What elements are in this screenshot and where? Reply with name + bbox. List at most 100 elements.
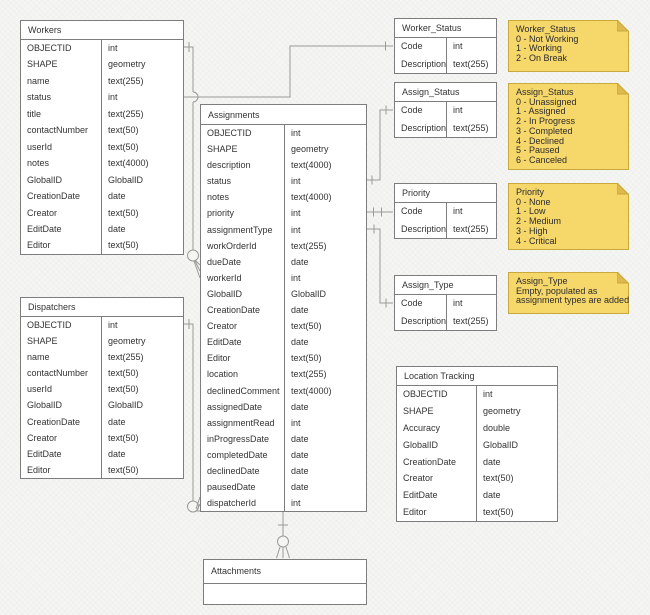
field-row: EditDate date <box>397 487 557 505</box>
field-row: name text(255) <box>21 72 183 90</box>
field-name: Description <box>395 220 447 238</box>
note-line: 5 - Paused <box>516 145 560 156</box>
field-name: GlobalID <box>21 171 102 189</box>
field-type: text(255) <box>108 352 144 363</box>
connector-assignments-attachments[interactable] <box>276 510 290 559</box>
entity-assign-status[interactable]: Assign_Status Code int Description text(… <box>394 82 497 138</box>
connector-workers-workerstatus[interactable] <box>184 41 393 98</box>
field-name: workerId <box>201 269 285 286</box>
field-name: Description <box>395 55 447 73</box>
field-type: text(50) <box>291 321 322 332</box>
field-row: contactNumber text(50) <box>21 122 183 139</box>
connector-assignments-priority[interactable] <box>367 207 393 217</box>
connector-workers-assignments[interactable] <box>184 42 201 279</box>
field-row: Creator text(50) <box>397 470 557 488</box>
note-line: 6 - Canceled <box>516 154 568 165</box>
field-row: workOrderId text(255) <box>201 237 366 254</box>
field-name: inProgressDate <box>201 430 285 447</box>
note-title: Assign_Status <box>516 87 574 97</box>
field-type: GlobalID <box>108 174 144 185</box>
note-line: 3 - High <box>516 225 548 236</box>
note-line: 1 - Working <box>516 43 562 54</box>
field-name: Creator <box>397 470 477 488</box>
connector-assignments-assigntype[interactable] <box>367 224 393 308</box>
field-name: Creator <box>21 429 102 446</box>
field-row: SHAPE geometry <box>201 141 366 158</box>
field-row: SHAPE geometry <box>397 402 557 420</box>
field-name: notes <box>201 189 285 206</box>
field-row: CreationDate date <box>21 413 183 430</box>
field-type: geometry <box>108 59 146 70</box>
field-name: name <box>21 72 102 90</box>
field-row: Editor text(50) <box>21 237 183 254</box>
field-name: CreationDate <box>201 302 285 319</box>
field-name: dispatcherId <box>201 495 285 512</box>
entity-title: Worker_Status <box>395 19 496 38</box>
entity-title: Dispatchers <box>21 298 183 317</box>
field-type: text(50) <box>108 368 139 379</box>
field-list: OBJECTID int SHAPE geometry name text(25… <box>21 317 183 478</box>
entity-title: Attachments <box>211 566 262 576</box>
note-line: 2 - On Break <box>516 53 568 64</box>
field-row: title text(255) <box>21 105 183 123</box>
field-row: status int <box>21 89 183 106</box>
field-list: Code int Description text(255) <box>395 295 496 330</box>
field-name: CreationDate <box>21 188 102 205</box>
field-name: location <box>201 366 285 383</box>
field-name: completedDate <box>201 446 285 463</box>
entity-workers[interactable]: Workers OBJECTID int SHAPE geometry name… <box>20 20 184 255</box>
field-name: Code <box>395 203 447 221</box>
connector-assignments-assignstatus[interactable] <box>367 105 393 185</box>
field-name: Code <box>395 102 447 120</box>
note-line: 0 - Unassigned <box>516 96 577 107</box>
field-type: text(50) <box>108 384 139 395</box>
note-line: 4 - Critical <box>516 235 557 246</box>
field-name: Creator <box>21 204 102 221</box>
connector-dispatchers-assignments[interactable] <box>184 319 201 513</box>
field-name: declinedComment <box>201 382 285 399</box>
field-type: text(255) <box>291 369 327 380</box>
field-row: Description text(255) <box>395 119 496 137</box>
field-name: userId <box>21 381 102 398</box>
field-row: Code int <box>395 203 496 221</box>
entity-location-tracking[interactable]: Location Tracking OBJECTID int SHAPE geo… <box>396 366 558 523</box>
field-row: OBJECTID int <box>21 40 183 57</box>
field-type: double <box>483 422 511 433</box>
field-type: text(255) <box>453 58 489 69</box>
field-row: status int <box>201 173 366 190</box>
note-line: 0 - Not Working <box>516 33 579 44</box>
entity-assign-type[interactable]: Assign_Type Code int Description text(25… <box>394 275 497 331</box>
field-type: int <box>291 128 301 138</box>
field-name: GlobalID <box>397 436 477 454</box>
field-name: Code <box>395 38 447 56</box>
field-name: CreationDate <box>397 453 477 471</box>
empty-row <box>204 583 366 604</box>
field-row: OBJECTID int <box>21 317 183 334</box>
field-type: date <box>291 256 309 267</box>
field-name: SHAPE <box>397 402 477 420</box>
field-name: Editor <box>397 504 477 522</box>
field-row: Accuracy double <box>397 419 557 437</box>
entity-assignments[interactable]: Assignments OBJECTID int SHAPE geometry … <box>200 104 367 513</box>
field-row: Editor text(50) <box>201 350 366 367</box>
entity-priority[interactable]: Priority Code int Description text(255) <box>394 183 497 239</box>
entity-title: Assign_Status <box>395 83 496 102</box>
entity-worker-status[interactable]: Worker_Status Code int Description text(… <box>394 18 497 74</box>
field-row: Creator text(50) <box>21 429 183 446</box>
field-row: Description text(255) <box>395 55 496 73</box>
field-type: int <box>108 92 118 103</box>
field-type: text(50) <box>108 207 139 218</box>
field-type: text(50) <box>108 432 139 443</box>
field-type: int <box>291 208 301 219</box>
field-type: date <box>291 305 309 316</box>
entity-attachments[interactable]: Attachments <box>203 559 367 605</box>
field-name: EditDate <box>21 220 102 238</box>
entity-dispatchers[interactable]: Dispatchers OBJECTID int SHAPE geometry … <box>20 297 184 479</box>
field-type: int <box>453 206 463 216</box>
